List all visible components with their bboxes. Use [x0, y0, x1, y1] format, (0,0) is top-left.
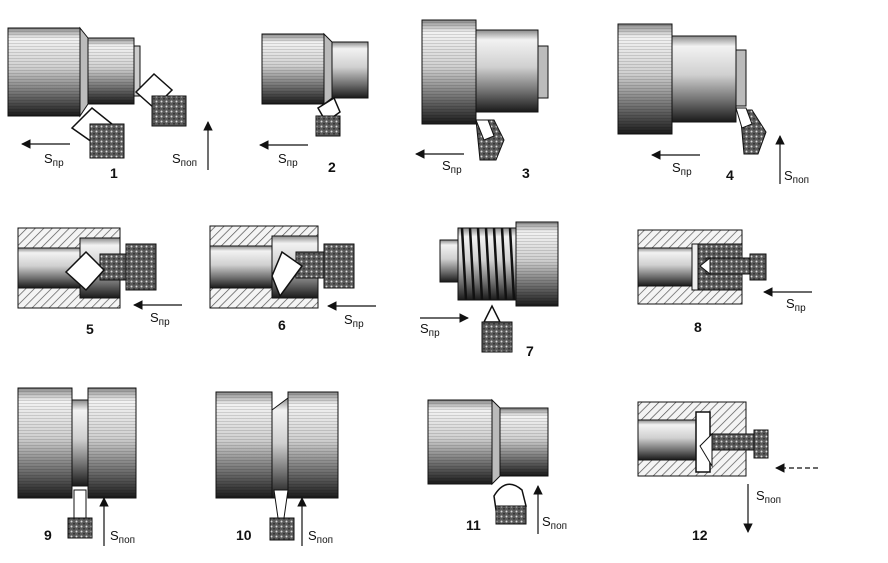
internal-groove-tool-12: [699, 429, 769, 468]
panel-6: Sпр 6: [209, 225, 376, 333]
feed-label-longitudinal: Sпр: [420, 321, 440, 339]
thread-tool-7: [481, 304, 513, 353]
cutting-tool-4: [735, 107, 767, 155]
feed-label-transverse: Sпоп: [308, 528, 333, 546]
panel-1: Sпр Sпоп 1: [7, 26, 213, 181]
panel-number: 6: [278, 317, 286, 333]
feed-label-transverse: Sпоп: [542, 514, 567, 532]
panel-7: Sпр 7: [420, 221, 559, 359]
grooving-tool-10: [269, 489, 295, 541]
feed-label-transverse: Sпоп: [756, 488, 781, 506]
panel-11: Sпоп 11: [427, 398, 567, 534]
panel-2: Sпр 2: [259, 32, 369, 175]
panel-number: 4: [726, 167, 734, 183]
internal-thread-tool-8: [699, 253, 767, 281]
feed-label-longitudinal: Sпр: [150, 310, 170, 328]
feed-label-transverse: Sпоп: [784, 168, 809, 186]
panel-number: 12: [692, 527, 708, 543]
panel-number: 9: [44, 527, 52, 543]
panel-number: 8: [694, 319, 702, 335]
feed-label-longitudinal: Sпр: [44, 151, 64, 169]
cutting-tool-3: [475, 119, 505, 161]
panel-number: 5: [86, 321, 94, 337]
panel-number: 2: [328, 159, 336, 175]
cutting-tool-1a: [70, 106, 125, 159]
feed-label-longitudinal: Sпр: [786, 296, 806, 314]
cutting-tool-2: [315, 96, 341, 137]
boring-tool-6: [271, 243, 355, 298]
panel-3: Sпр 3: [415, 19, 549, 181]
panel-number: 7: [526, 343, 534, 359]
panel-number: 11: [466, 517, 481, 533]
feed-label-longitudinal: Sпр: [278, 151, 298, 169]
feed-label-longitudinal: Sпр: [442, 158, 462, 176]
parting-tool-9: [67, 489, 93, 539]
panel-4: Sпр Sпоп 4: [617, 23, 809, 186]
cutting-tool-1b: [134, 72, 187, 127]
panel-5: Sпр 5: [17, 227, 182, 337]
panel-9: Sпоп 9: [17, 387, 137, 546]
feed-label-transverse: Sпоп: [110, 528, 135, 546]
boring-tool-5: [64, 243, 157, 292]
panel-12: Sпоп 12: [637, 401, 818, 543]
thread-section: [457, 227, 517, 301]
panel-number: 10: [236, 527, 252, 543]
panel-8: Sпр 8: [637, 229, 812, 335]
feed-label-longitudinal: Sпр: [344, 312, 364, 330]
panel-10: Sпоп 10: [215, 391, 339, 546]
panel-number: 3: [522, 165, 530, 181]
panel-number: 1: [110, 165, 118, 181]
feed-label-transverse: Sпоп: [172, 151, 197, 169]
feed-label-longitudinal: Sпр: [672, 160, 692, 178]
radius-tool-11: [493, 483, 527, 525]
